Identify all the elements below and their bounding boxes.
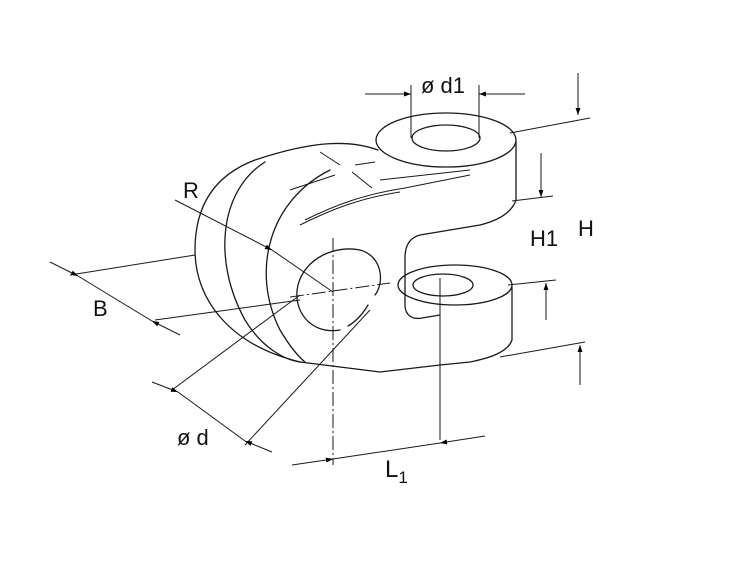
- dimension-R: [174, 199, 334, 293]
- part-body: [194, 112, 517, 373]
- dimension-H1: [507, 153, 557, 320]
- dimension-d: [151, 294, 371, 453]
- label-L1-main: L: [385, 456, 399, 483]
- dimension-B: [49, 254, 301, 336]
- label-H1: H1: [530, 226, 559, 251]
- label-B: B: [93, 296, 108, 321]
- dimension-L1: [291, 435, 486, 466]
- label-H: H: [578, 216, 594, 241]
- label-L1-subscript: 1: [398, 468, 408, 487]
- label-R: R: [183, 178, 199, 203]
- label-d1: ø d1: [421, 73, 466, 98]
- dimension-H: [499, 73, 591, 385]
- center-lines: [289, 238, 441, 465]
- dimension-d1: [365, 85, 525, 138]
- label-L1: L1: [385, 456, 408, 487]
- label-d: ø d: [177, 425, 209, 450]
